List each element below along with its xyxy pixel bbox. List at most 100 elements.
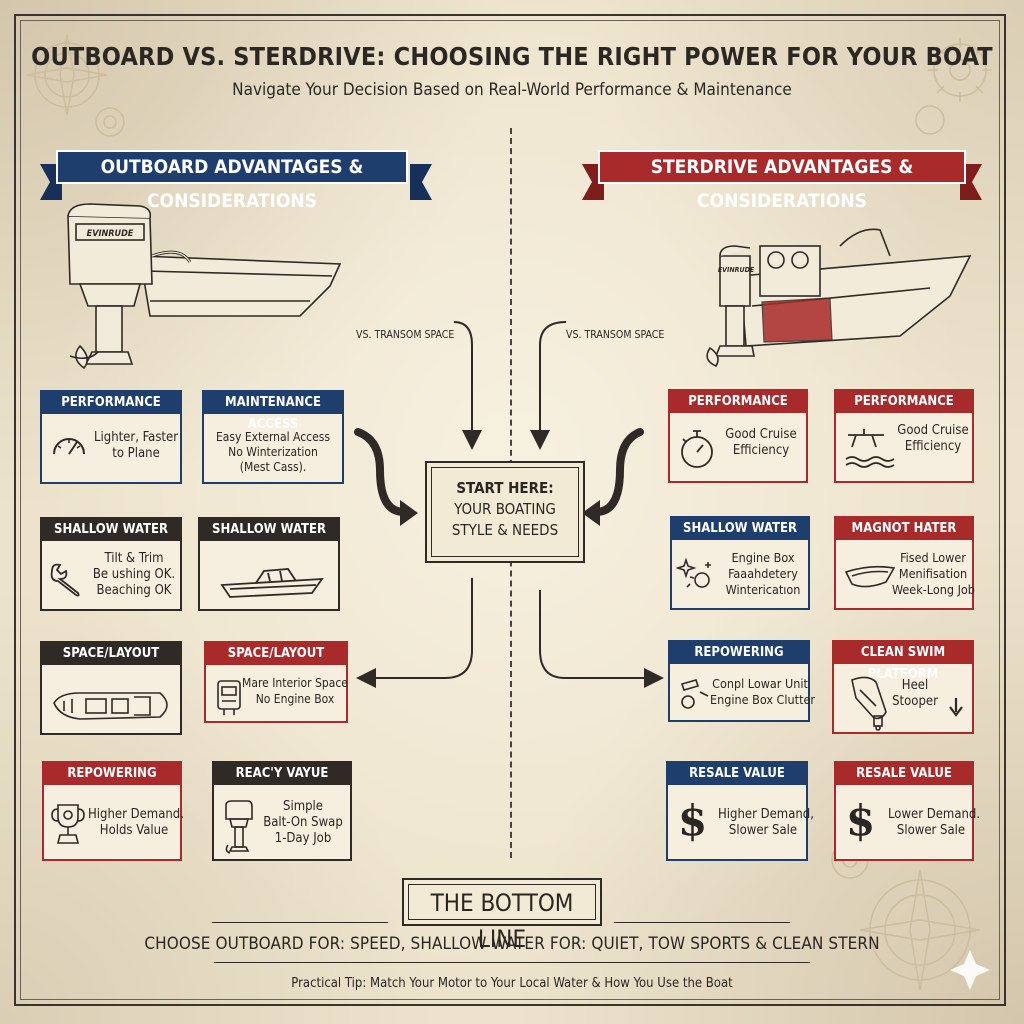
start-here-line1: START HERE: (456, 479, 554, 497)
stopwatch-icon (681, 430, 713, 468)
sterndrive-boat-illustration: EVINRUDE (706, 228, 972, 368)
card-line: Menifisation (898, 566, 968, 581)
tools-icon (680, 679, 709, 709)
sparkle-icon (675, 557, 711, 588)
card-title: REPOWERING (44, 763, 180, 785)
engine-block-icon (217, 680, 241, 715)
arrow-down-icon (949, 698, 963, 717)
outer-border (14, 14, 1006, 1006)
outboard-motor-icon (225, 800, 253, 854)
card-line: No Engine Box (255, 692, 335, 706)
compass-rose-icon (831, 841, 990, 991)
card-line: Higher Demand. (88, 807, 184, 822)
card-line: (Mest Cass). (239, 460, 307, 474)
hull-icon (844, 565, 896, 588)
card-line: Mare Interior Space (242, 676, 348, 690)
bottom-line-summary: CHOOSE OUTBOARD FOR: SPEED, SHALLOW WATE… (144, 934, 880, 954)
card-line: Week-Long Job (892, 582, 975, 597)
right-card-performance: PERFORMANCE Good Cruise Efficiency (668, 389, 808, 483)
card-title: SPACE/LAYOUT (42, 643, 180, 665)
left-card-shallow-water-boat: SHALLOW WATER (198, 517, 340, 611)
card-title: PERFORMANCE (836, 391, 972, 413)
outboard-boat-illustration: EVINRUDE (67, 203, 342, 370)
card-line: Good Cruise (725, 427, 797, 442)
card-line: Easy External Access (215, 430, 330, 444)
left-card-performance: PERFORMANCE Lighter, Faster to Plane (40, 390, 182, 484)
vs-label-left: VS. TRANSOM SPACE (356, 329, 455, 341)
speedboat-icon (220, 568, 324, 598)
card-line: Wintericatıon (725, 582, 801, 597)
card-line: Efficiency (732, 443, 790, 458)
card-line: Be ushing OK. (92, 567, 176, 582)
card-line: Simple (283, 799, 323, 814)
dollar-icon: $ (846, 796, 876, 845)
bottom-line-box: THE BOTTOM LINE (402, 878, 602, 953)
left-banner: OUTBOARD ADVANTAGES & CONSIDERATIONS (56, 150, 408, 212)
right-card-shallow-water: SHALLOW WATER Engine Box Faaahdetery Win… (670, 516, 810, 610)
card-line: 1-Day Job (274, 831, 332, 846)
tow-bar-icon (845, 429, 895, 468)
card-line: Lower Demand. (888, 807, 981, 822)
card-title: PERFORMANCE (42, 392, 180, 414)
right-card-magnot-hater: MAGNOT HATER Fised Lower Menifisation We… (834, 516, 975, 610)
card-line: Heel (901, 678, 929, 693)
left-card-space-layout-interior: SPACE/LAYOUT Mare Interior Space No Engi… (204, 641, 348, 723)
page-title: OUTBOARD VS. STERDRIVE: CHOOSING THE RIG… (31, 42, 993, 71)
left-card-shallow-water: SHALLOW WATER Tilt & Trim Be ushing OK. … (40, 517, 182, 611)
card-title: REAC'Y VAYUE (214, 763, 350, 785)
card-line: Balt-On Swap (263, 815, 343, 830)
card-line: Conpl Lowar Unit (712, 676, 808, 691)
gear-icon (915, 38, 992, 135)
card-line: Slower Sale (728, 823, 798, 838)
card-title: MAGNOT HATER (836, 518, 972, 540)
right-banner: STERDRIVE ADVANTAGES & CONSIDERATIONS (598, 150, 966, 212)
right-card-resale-value-lower: RESALE VALUE $ Lower Demand. Slower Sale (834, 761, 981, 861)
card-line: Engine Box Clutter (710, 692, 816, 707)
left-card-repowering: REPOWERING Higher Demand. Holds Value (42, 761, 184, 861)
bottom-line-heading: THE BOTTOM LINE (408, 884, 596, 953)
card-title: SHALLOW WATER (200, 519, 338, 541)
card-line: Stooper (892, 694, 938, 709)
card-title: SPACE/LAYOUT (206, 643, 346, 665)
summary-rule (214, 962, 810, 963)
vs-label-right: VS. TRANSOM SPACE (566, 329, 665, 341)
left-card-maintenance-access: MAINTENANCE ACCESS Easy External Access … (202, 390, 344, 484)
sterndrive-brand-label: EVINRUDE (718, 266, 755, 274)
card-title: SHALLOW WATER (672, 518, 808, 540)
card-line: Efficiency (904, 439, 962, 454)
card-line: Fised Lower (900, 550, 966, 565)
outboard-brand-label: EVINRUDE (87, 229, 134, 239)
speedometer-icon (53, 438, 85, 455)
card-line: Engine Box (731, 550, 795, 565)
wrench-icon (50, 563, 80, 597)
page-subtitle: Navigate Your Decision Based on Real-Wor… (232, 80, 792, 100)
boat-top-icon (851, 676, 887, 731)
bottom-rule-right (614, 922, 790, 923)
start-here-line3: STYLE & NEEDS (451, 521, 559, 539)
card-line: Slower Sale (896, 823, 966, 838)
card-line: Higher Demand, (718, 807, 814, 822)
left-card-resale-value: REAC'Y VAYUE Simple Balt-On Swap 1-Day J… (212, 761, 352, 861)
card-title: PERFORMANCE (670, 391, 806, 413)
start-here-line2: YOUR BOATING (454, 500, 556, 518)
card-line: to Plane (112, 446, 160, 461)
card-line: Faaahdetery (728, 566, 798, 581)
card-line: Holds Value (99, 823, 169, 838)
card-title: SHALLOW WATER (42, 519, 180, 541)
card-line: No Winterization (228, 445, 318, 459)
right-card-repowering: REPOWERING Conpl Lowar Unit Engine Box C… (668, 640, 816, 722)
bottom-rule-left (212, 922, 388, 923)
compass-rose-icon (26, 34, 125, 137)
boat-layout-icon (53, 692, 168, 720)
card-title: MAINTENANCE ACCESS (204, 392, 342, 432)
right-card-clean-swim-platform: CLEAN SWIM PLATFORM Heel Stooper (832, 640, 974, 734)
right-card-resale-value: RESALE VALUE $ Higher Demand, Slower Sal… (666, 761, 814, 861)
card-line: Good Cruise (897, 423, 969, 438)
dollar-icon: $ (678, 796, 708, 845)
right-card-performance-tow: PERFORMANCE Good Cruise Efficiency (834, 389, 974, 483)
card-title: RESALE VALUE (668, 763, 806, 785)
card-title: REPOWERING (670, 642, 808, 664)
practical-tip: Practical Tip: Match Your Motor to Your … (291, 976, 733, 991)
card-title: CLEAN SWIM PLATFORM (834, 642, 972, 682)
start-here-box: START HERE: YOUR BOATING STYLE & NEEDS (425, 461, 585, 563)
